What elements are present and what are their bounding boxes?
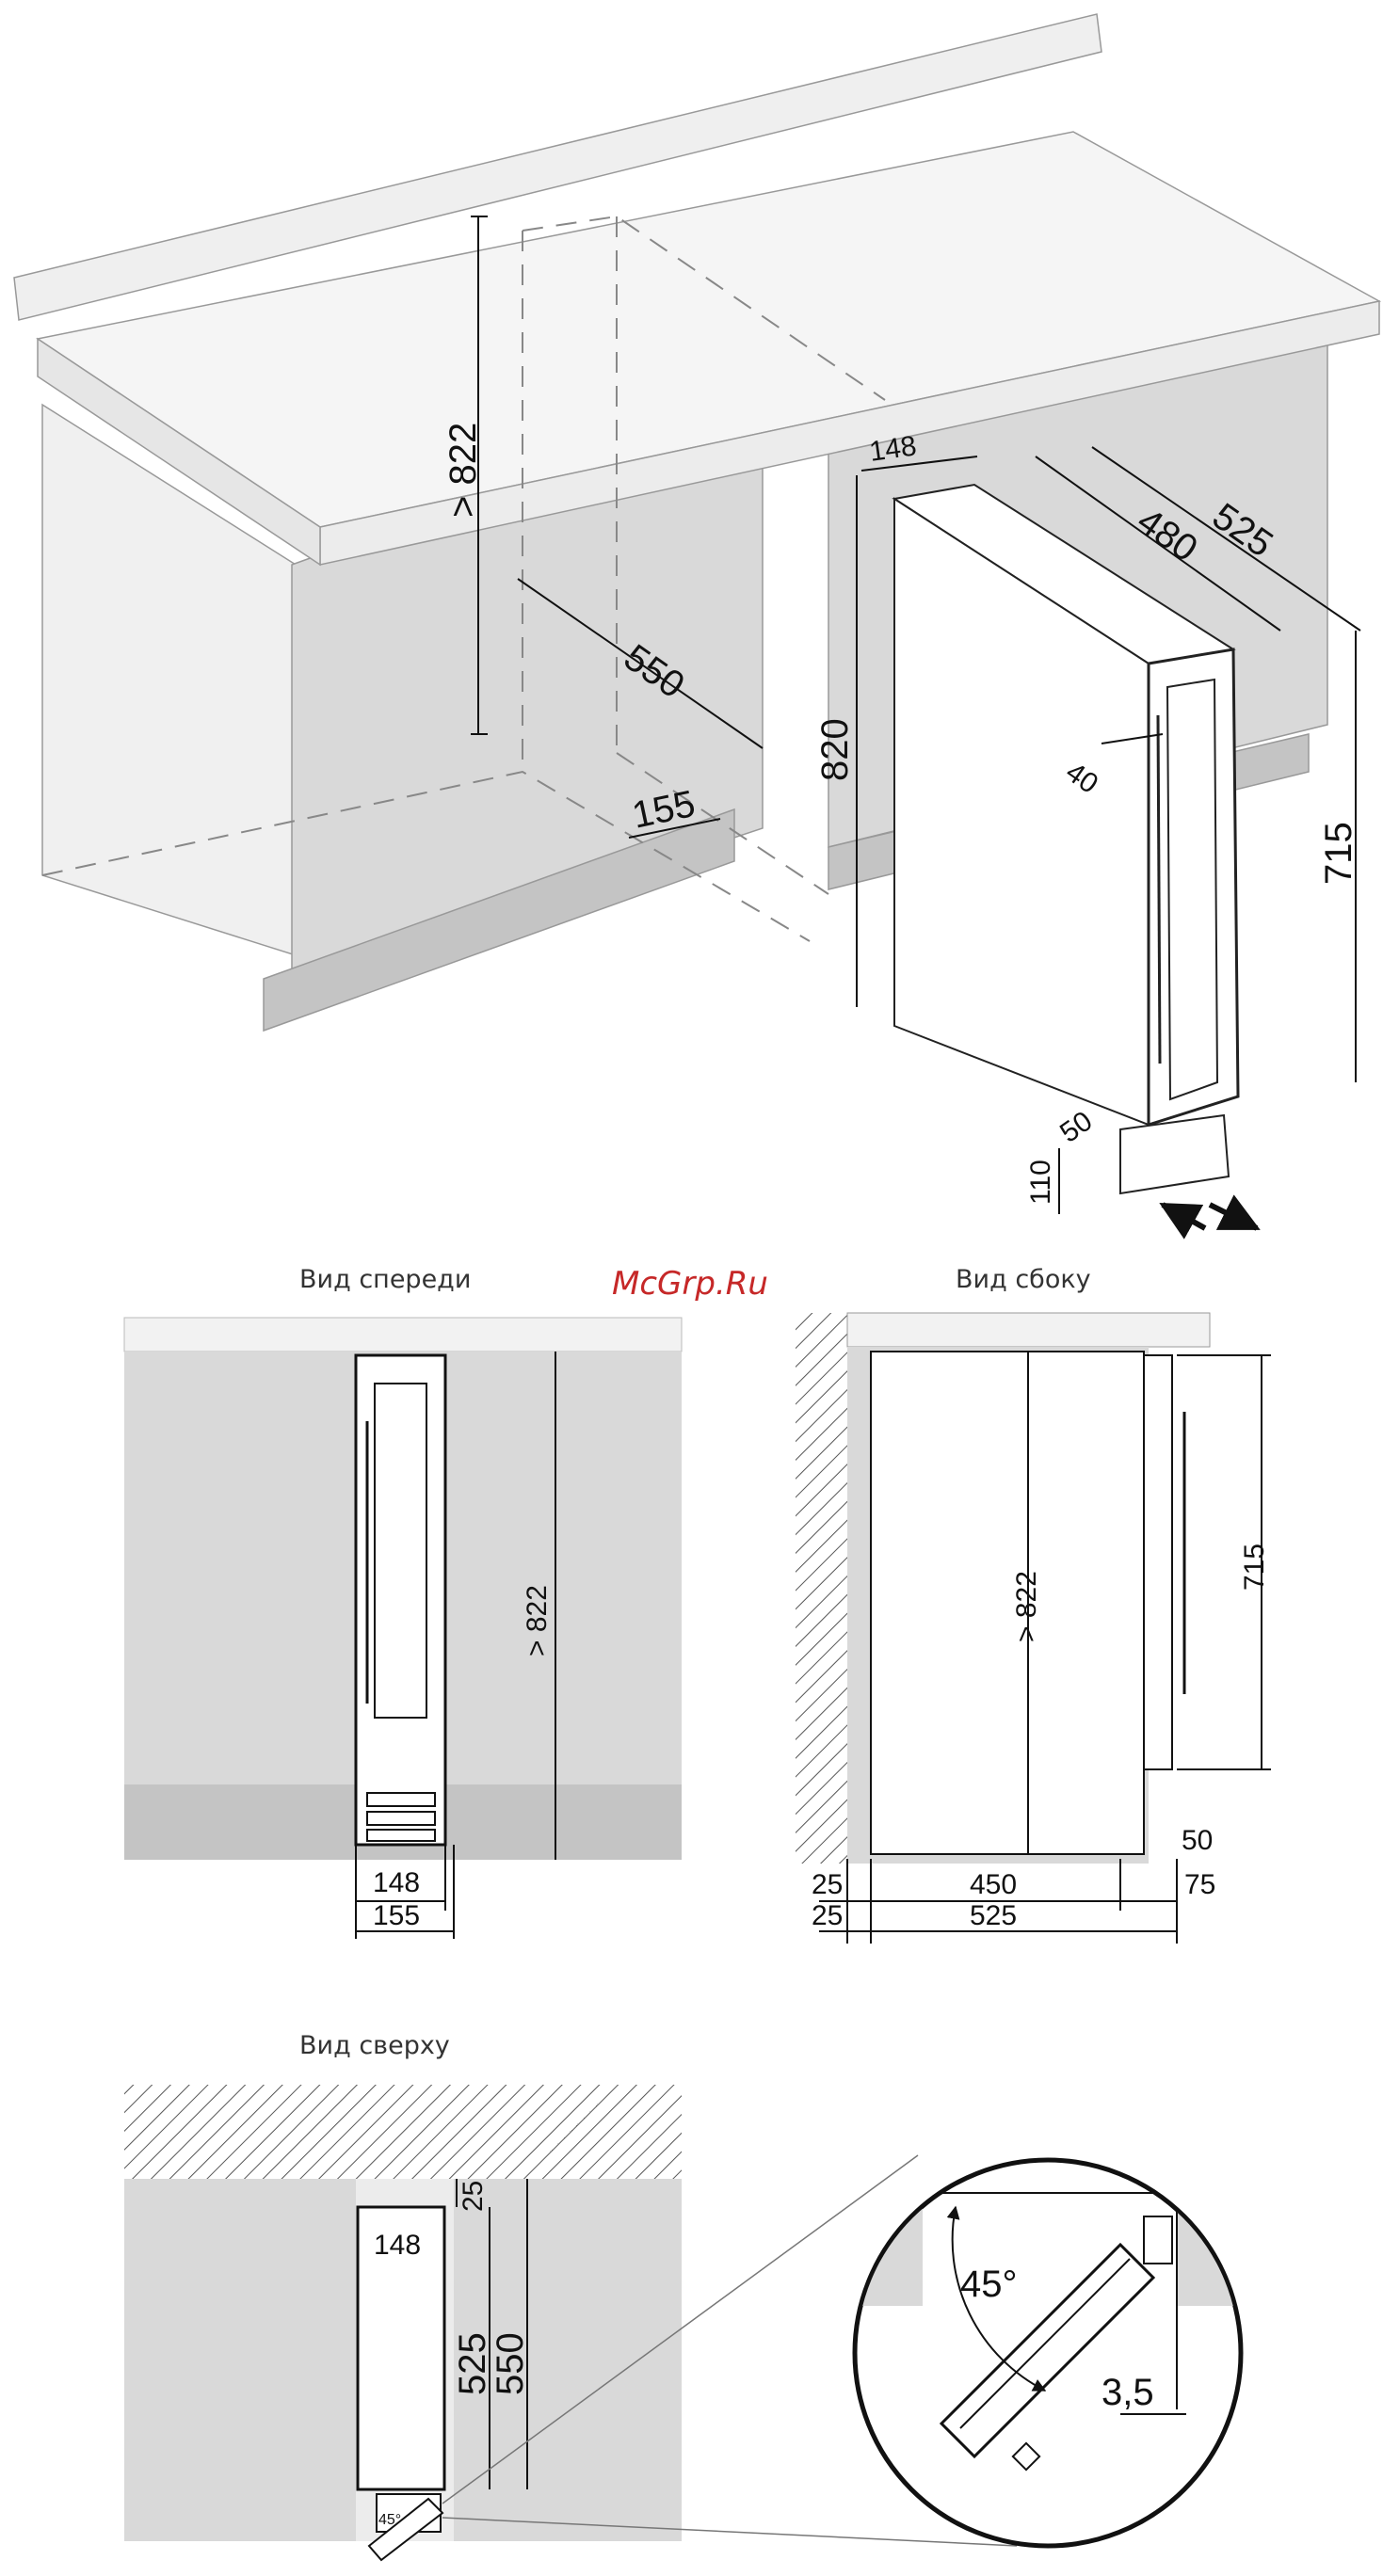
side-label-r1-right: 75 <box>1184 1869 1215 1900</box>
airflow-arrow-in <box>1163 1205 1205 1228</box>
airflow-arrow-out <box>1210 1205 1257 1228</box>
front-counter <box>124 1318 682 1352</box>
top-open-door: 45° <box>369 2494 442 2560</box>
isometric-view: > 822 550 155 148 820 480 525 40 715 50 … <box>14 14 1379 1228</box>
watermark: McGrp.Ru <box>612 1265 768 1303</box>
iso-label-110: 110 <box>1025 1160 1056 1205</box>
side-label-height: > 822 <box>1011 1571 1042 1642</box>
front-label-155: 155 <box>373 1900 420 1931</box>
iso-label-50: 50 <box>1054 1106 1098 1149</box>
door-hinge-detail: 45° 3,5 <box>847 2160 1252 2546</box>
side-wall-hatch <box>796 1313 847 1864</box>
detail-gap-label: 3,5 <box>1102 2372 1154 2413</box>
top-label-25: 25 <box>458 2181 489 2212</box>
side-fridge-body <box>871 1352 1144 1854</box>
front-vent-3 <box>367 1830 435 1841</box>
top-view-title: Вид сверху <box>299 2031 450 2060</box>
side-label-r1-left: 25 <box>812 1869 843 1900</box>
detail-hinge <box>1144 2216 1172 2264</box>
side-label-50: 50 <box>1182 1825 1213 1856</box>
side-view-title: Вид сбоку <box>956 1265 1091 1294</box>
front-vent-1 <box>367 1793 435 1806</box>
side-view: Вид сбоку > 822 715 50 25 450 75 25 525 <box>796 1265 1271 1944</box>
side-label-r2-left: 25 <box>812 1900 843 1931</box>
iso-label-148: 148 <box>867 430 918 468</box>
front-view: Вид спереди > 822 148 155 <box>124 1265 682 1939</box>
top-small-angle: 45° <box>378 2512 401 2528</box>
side-counter <box>847 1313 1210 1347</box>
front-label-148: 148 <box>373 1867 420 1898</box>
front-label-height: > 822 <box>522 1585 553 1656</box>
top-label-525: 525 <box>452 2332 493 2395</box>
top-wall-hatch <box>124 2085 682 2179</box>
iso-label-822: > 822 <box>442 423 484 518</box>
fridge-handle <box>1158 715 1160 1064</box>
side-label-r2-mid: 525 <box>970 1900 1017 1931</box>
top-label-550: 550 <box>490 2332 531 2395</box>
side-label-r1-mid: 450 <box>970 1869 1017 1900</box>
front-vent-2 <box>367 1812 435 1825</box>
side-fridge-door <box>1144 1355 1172 1769</box>
fridge-door <box>1149 649 1238 1125</box>
detail-cabinet-right <box>1177 2193 1252 2306</box>
top-label-148: 148 <box>374 2230 421 2261</box>
side-label-715: 715 <box>1239 1544 1270 1591</box>
iso-label-715: 715 <box>1318 822 1359 885</box>
front-view-title: Вид спереди <box>299 1265 471 1294</box>
front-fridge <box>356 1355 445 1845</box>
detail-angle-label: 45° <box>960 2264 1018 2305</box>
fridge-plinth <box>1120 1115 1229 1193</box>
iso-label-820: 820 <box>814 718 856 781</box>
